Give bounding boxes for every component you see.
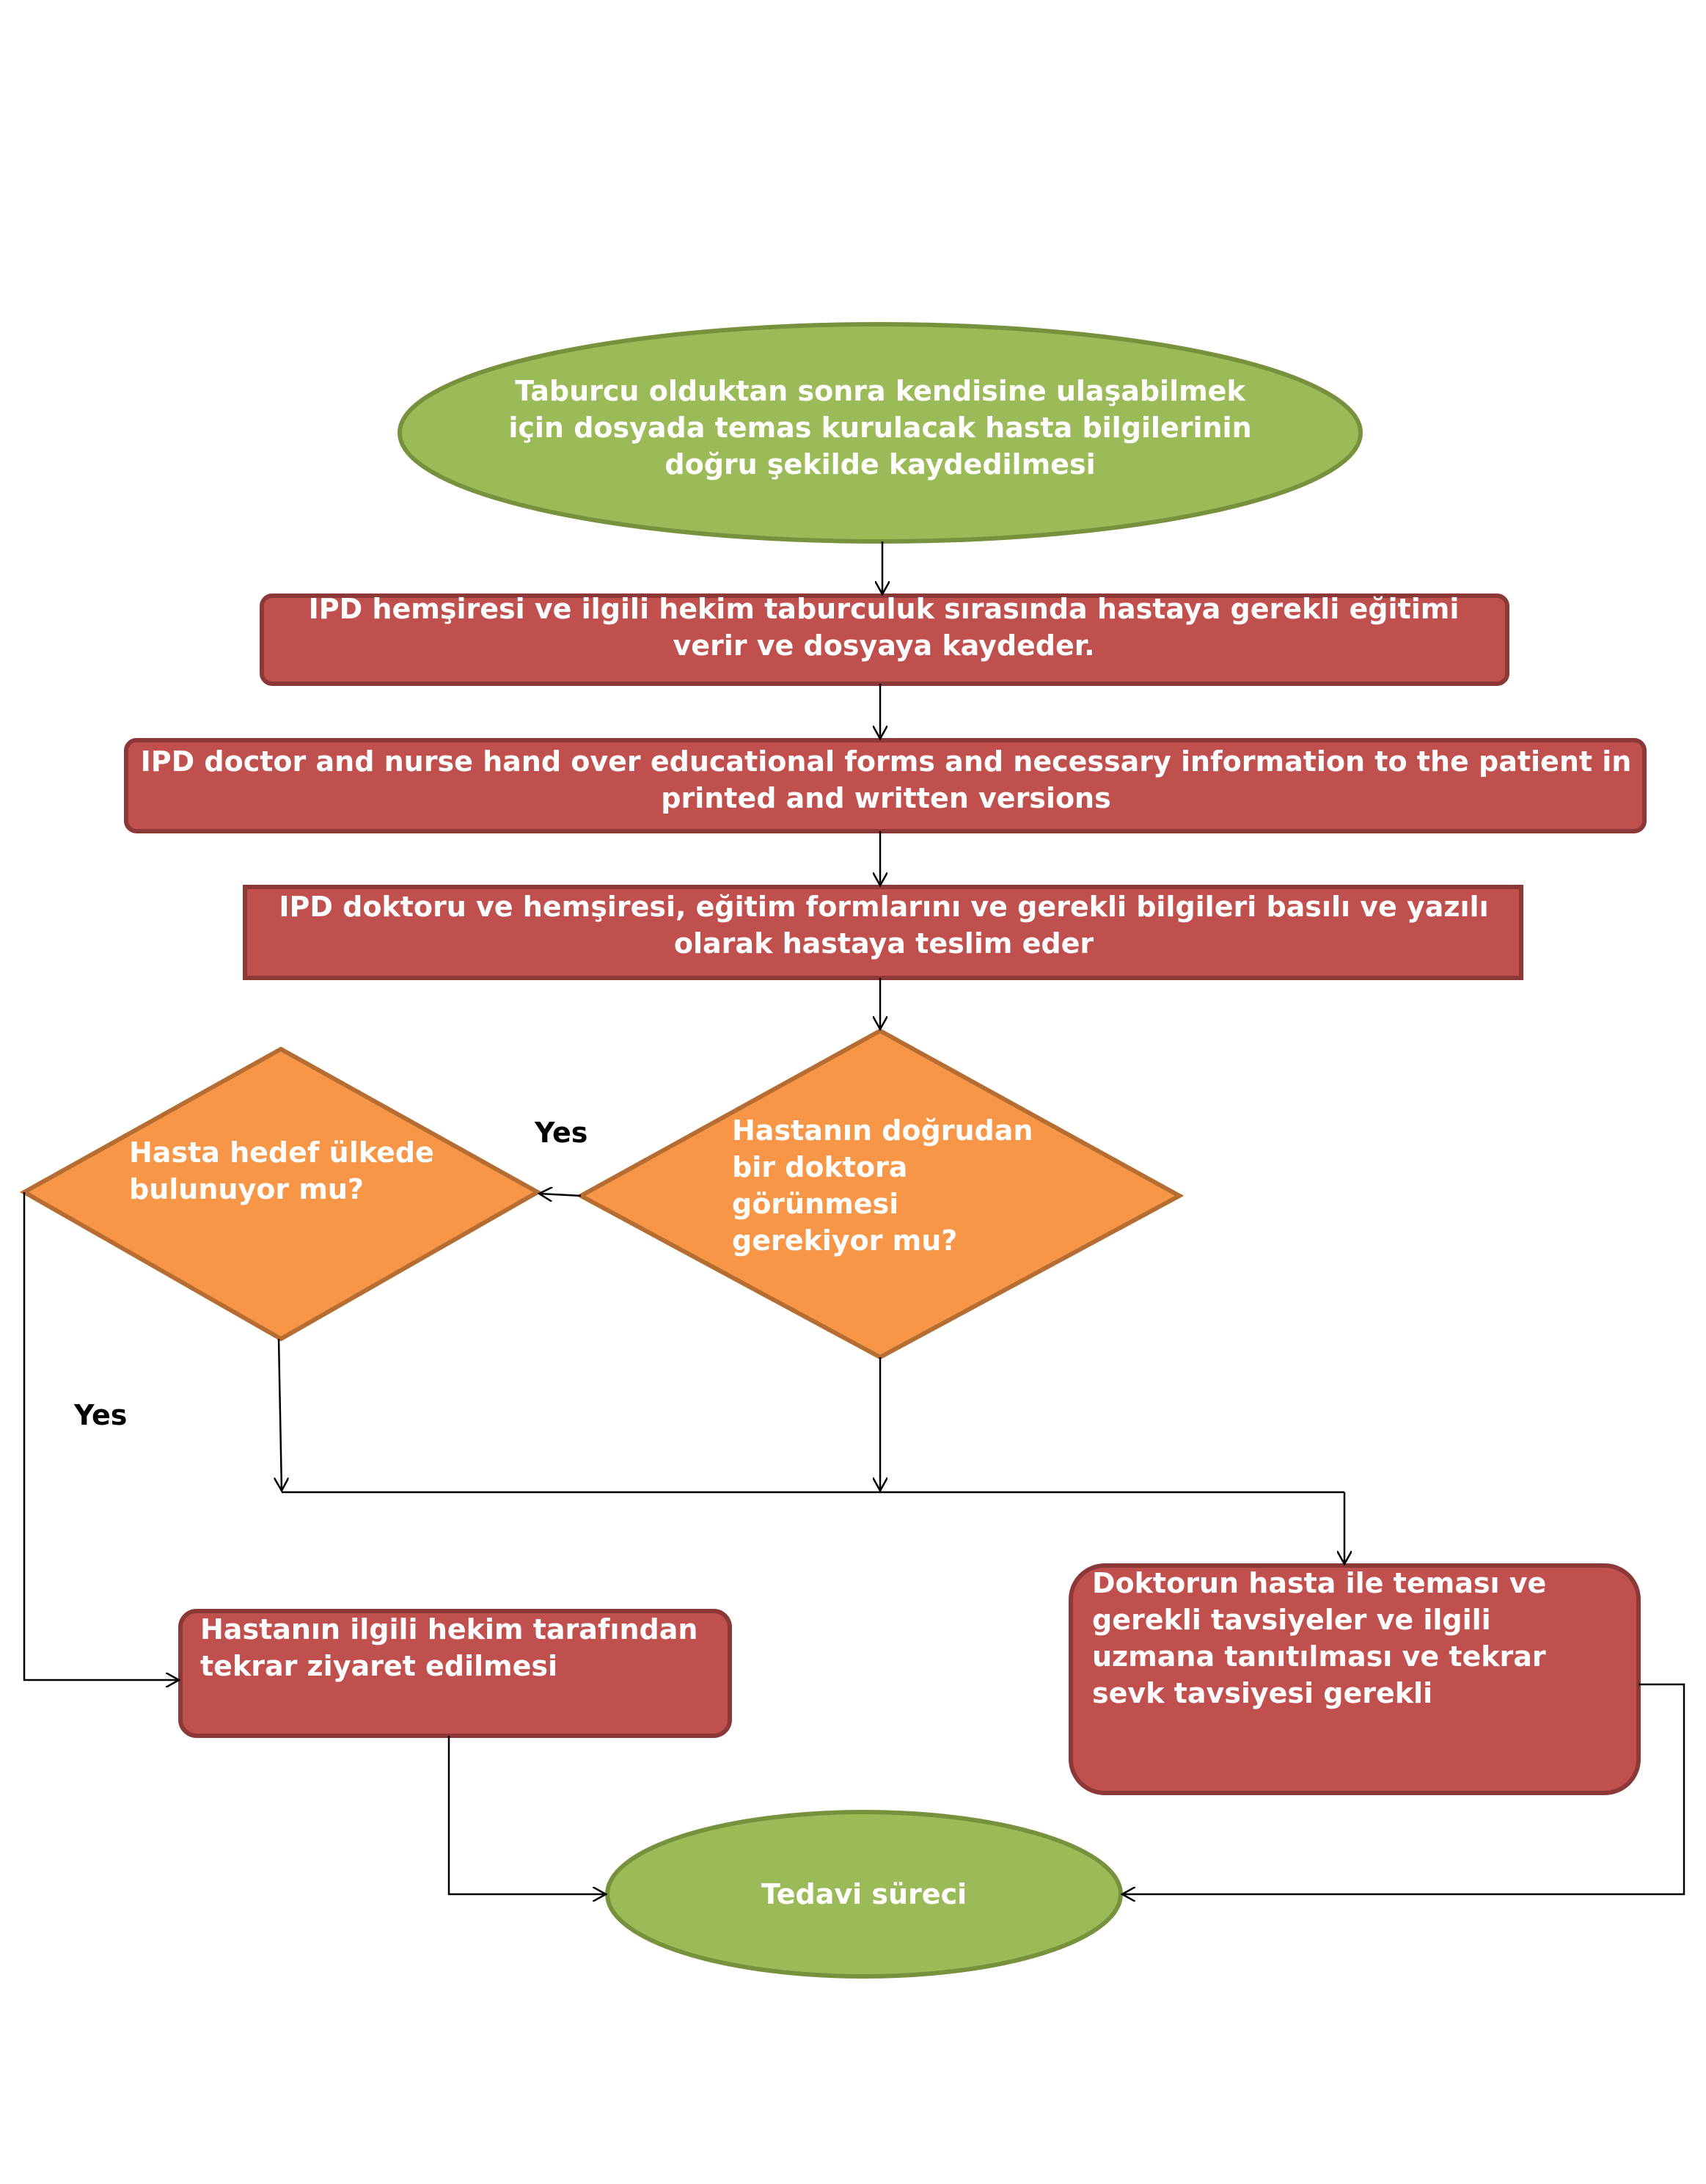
revisit-label: Hastanın ilgili hekim tarafından tekrar … xyxy=(200,1613,698,1682)
end-label: Tedavi süreci xyxy=(761,1878,967,1910)
step3-label: IPD doktoru ve hemşiresi, eğitim formlar… xyxy=(279,891,1489,960)
decision-country-label: Hasta hedef ülkede bulunuyor mu? xyxy=(129,1136,434,1205)
connector-country-down xyxy=(279,1338,282,1491)
step1-box xyxy=(260,594,1509,686)
decision-country-diamond xyxy=(19,1046,543,1342)
connector-decision-yes xyxy=(539,1194,582,1196)
yes-label-left: Yes xyxy=(74,1399,128,1431)
connector-country-yes-revisit xyxy=(23,1192,179,1680)
yes-label-top: Yes xyxy=(535,1117,588,1149)
connector-revisit-end xyxy=(447,1736,606,1894)
decision-doctor-label: Hastanın doğrudan bir doktora görünmesi … xyxy=(732,1114,1033,1257)
step3-box xyxy=(243,885,1523,980)
step1-label: IPD hemşiresi ve ilgili hekim taburculuk… xyxy=(308,593,1460,662)
connector-contact-end xyxy=(1122,1683,1685,1894)
start-ellipse xyxy=(398,322,1363,544)
doctor-contact-box xyxy=(1069,1563,1641,1795)
doctor-contact-label: Doktorun hasta ile teması ve gerekli tav… xyxy=(1092,1567,1547,1709)
start-label: Taburcu olduktan sonra kendisine ulaşabi… xyxy=(508,375,1252,481)
step2-label: IPD doctor and nurse hand over education… xyxy=(140,745,1632,814)
revisit-box xyxy=(178,1609,732,1738)
step2-box xyxy=(124,738,1647,833)
